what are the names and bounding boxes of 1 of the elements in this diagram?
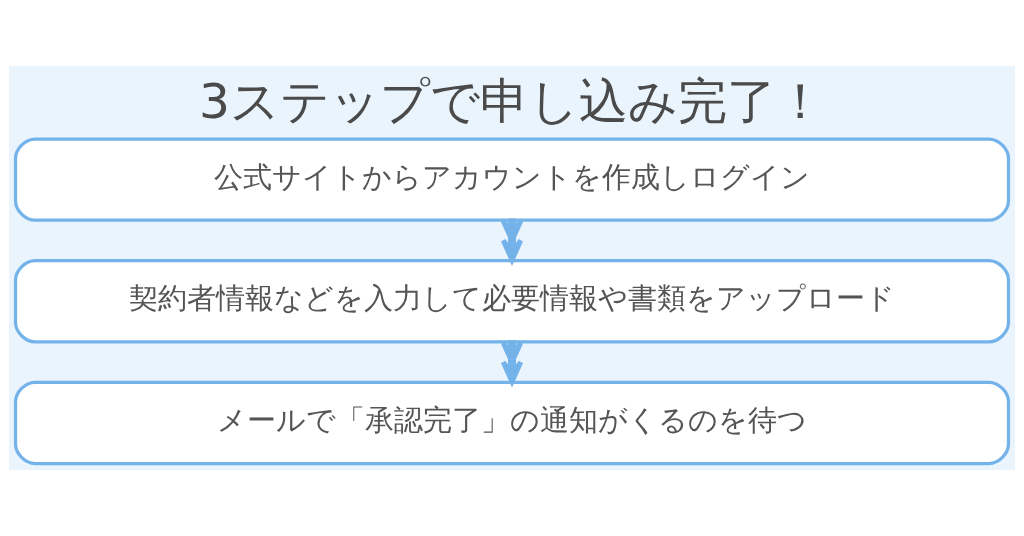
- diagram-title: 3ステップで申し込み完了！: [199, 72, 825, 129]
